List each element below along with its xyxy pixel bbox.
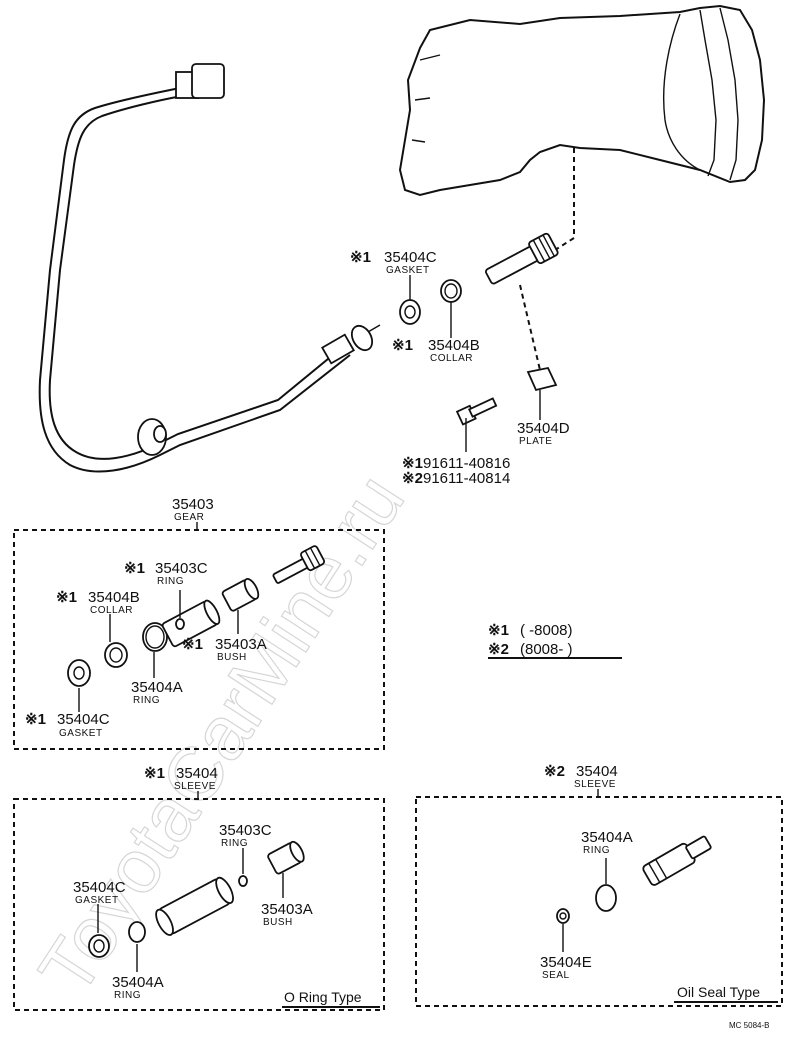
o-ring-bush-number: 35403A — [261, 901, 313, 918]
gear-gasket-marker: ※1 — [25, 711, 46, 728]
legend-2-marker: ※2 — [488, 641, 509, 658]
bolt-2-number: 91611-40814 — [423, 470, 510, 487]
footer-code: MC 5084-B — [729, 1021, 769, 1030]
plate-name: PLATE — [519, 436, 552, 447]
leader-dashed-housing — [554, 148, 575, 251]
bolt-2-marker: ※2 — [402, 470, 423, 487]
gasket-top-number: 35404C — [384, 249, 437, 266]
gear-ring-c-marker: ※1 — [124, 560, 145, 577]
o-ring-ring-c-name: RING — [221, 838, 248, 849]
gasket-top — [399, 299, 421, 325]
gear-box-parts-drawing — [67, 545, 326, 687]
gasket-top-marker: ※1 — [350, 249, 371, 266]
top-parts-drawing — [399, 232, 559, 426]
oil-seal-ring-a-name: RING — [583, 845, 610, 856]
oil-seal-sleeve-number: 35404 — [576, 763, 618, 780]
cable-connector — [191, 63, 225, 99]
o-ring-bush-name: BUSH — [263, 917, 293, 928]
leader-dashed-plate — [519, 284, 541, 371]
speedometer-cable-drawing — [38, 63, 381, 473]
oil-seal-sleeve-name: SLEEVE — [574, 779, 616, 790]
o-ring-sleeve-frame — [13, 798, 385, 1011]
legend-1-marker: ※1 — [488, 622, 509, 639]
oil-seal-ring-a-number: 35404A — [581, 829, 633, 846]
o-ring-ring-a-number: 35404A — [112, 974, 164, 991]
legend-1-range: ( -8008) — [520, 622, 573, 639]
gear-bush-name: BUSH — [217, 652, 247, 663]
gear-collar-name: COLLAR — [90, 605, 133, 616]
plate-part — [526, 366, 558, 392]
driven-gear-top — [485, 232, 559, 285]
o-ring-sleeve-parts-drawing — [88, 840, 305, 958]
oil-seal-sleeve-parts-drawing — [556, 835, 712, 924]
oil-seal-sleeve-frame — [415, 796, 783, 1007]
o-ring-ring-c-number: 35403C — [219, 822, 272, 839]
gear-box-name: GEAR — [174, 512, 204, 523]
transmission-housing-drawing — [398, 4, 766, 197]
oil-seal-seal-number: 35404E — [540, 954, 592, 971]
cable-end-fitting — [321, 333, 355, 365]
o-ring-sleeve-marker: ※1 — [144, 765, 165, 782]
oil-seal-sleeve-marker: ※2 — [544, 763, 565, 780]
oil-seal-type-label: Oil Seal Type — [677, 984, 760, 1000]
gear-gasket-number: 35404C — [57, 711, 110, 728]
collar-top-name: COLLAR — [430, 353, 473, 364]
collar-top-marker: ※1 — [392, 337, 413, 354]
gear-bush-marker: ※1 — [182, 636, 203, 653]
bolt-1-marker: ※1 — [402, 455, 423, 472]
legend-2-range: (8008- ) — [520, 641, 573, 658]
gear-collar-marker: ※1 — [56, 589, 77, 606]
gear-collar-number: 35404B — [88, 589, 140, 606]
collar-top-number: 35404B — [428, 337, 480, 354]
gear-ring-a-name: RING — [133, 695, 160, 706]
gear-bush-number: 35403A — [215, 636, 267, 653]
gear-box-frame — [13, 529, 385, 750]
gear-ring-c-number: 35403C — [155, 560, 208, 577]
gasket-top-name: GASKET — [386, 265, 430, 276]
o-ring-ring-a-name: RING — [114, 990, 141, 1001]
gear-box-number: 35403 — [172, 496, 214, 513]
plate-number: 35404D — [517, 420, 570, 437]
bolt-1-number: 91611-40816 — [423, 455, 510, 472]
oil-seal-seal-name: SEAL — [542, 970, 570, 981]
o-ring-gasket-name: GASKET — [75, 895, 119, 906]
o-ring-sleeve-number: 35404 — [176, 765, 218, 782]
o-ring-gasket-number: 35404C — [73, 879, 126, 896]
gear-ring-a-number: 35404A — [131, 679, 183, 696]
gear-ring-c-name: RING — [157, 576, 184, 587]
o-ring-type-label: O Ring Type — [284, 989, 362, 1005]
gear-gasket-name: GASKET — [59, 728, 103, 739]
o-ring-sleeve-name: SLEEVE — [174, 781, 216, 792]
bolt-part — [455, 397, 498, 426]
